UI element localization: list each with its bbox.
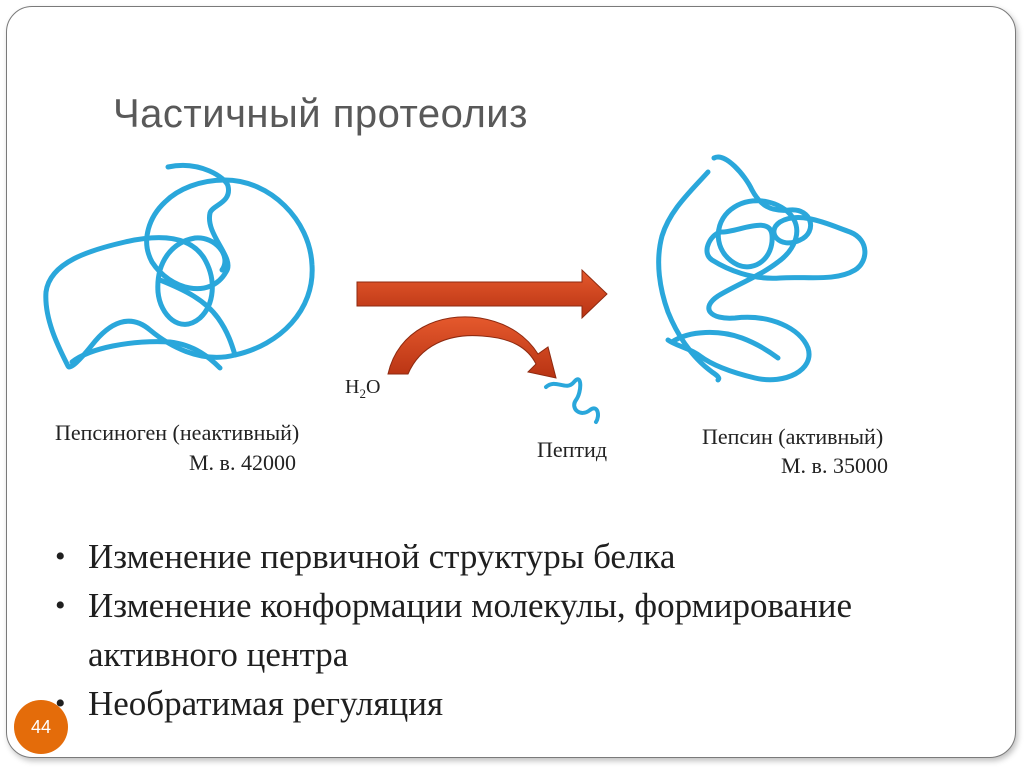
pepsin-label: Пепсин (активный) bbox=[702, 424, 884, 449]
page-number-badge: 44 bbox=[14, 700, 68, 754]
pepsinogen-label: Пепсиноген (неактивный) bbox=[55, 420, 300, 445]
hydrolysis-arrow bbox=[387, 316, 557, 379]
pepsin-chain bbox=[656, 154, 868, 383]
bullet-item: Необратимая регуляция bbox=[55, 679, 955, 728]
slide-title: Частичный протеолиз bbox=[113, 92, 528, 136]
pepsin-mass: М. в. 35000 bbox=[781, 453, 888, 478]
peptide-label: Пептид bbox=[537, 437, 608, 462]
bullet-item: Изменение первичной структуры белка bbox=[55, 532, 955, 581]
pepsinogen-chain bbox=[43, 163, 315, 371]
bullet-item: Изменение конформации молекулы, формиров… bbox=[55, 581, 955, 679]
bullet-list: Изменение первичной структуры белка Изме… bbox=[55, 532, 955, 728]
pepsinogen-mass: М. в. 42000 bbox=[189, 450, 296, 475]
main-arrow bbox=[356, 268, 608, 320]
water-label: H2O bbox=[345, 376, 381, 401]
peptide-fragment bbox=[544, 377, 600, 424]
